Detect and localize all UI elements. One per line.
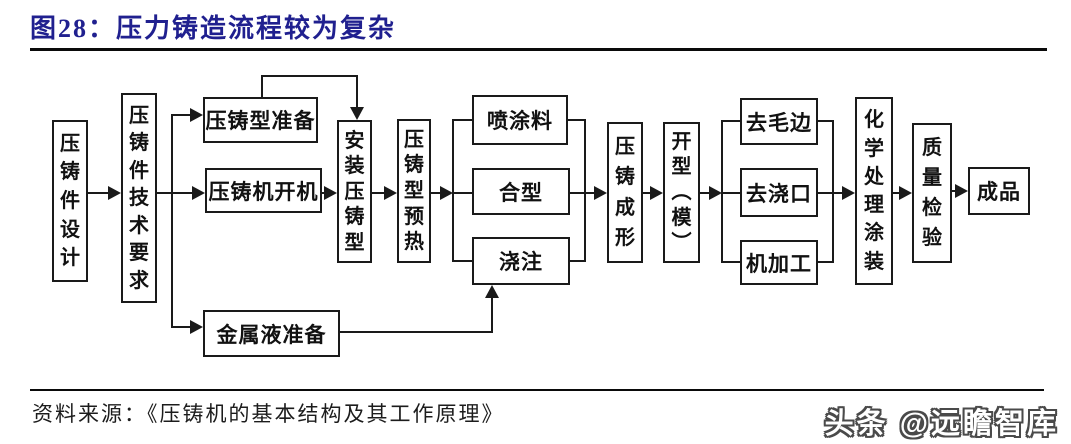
node-machining: 机加工 (740, 240, 818, 285)
flow-line (832, 192, 844, 194)
node-close-die: 合型 (472, 168, 570, 215)
arrow-right-icon (384, 186, 397, 200)
footer-divider (30, 389, 1044, 391)
flow-line (818, 261, 834, 263)
flow-line (893, 192, 901, 194)
node-die-cast-forming: 压铸成形 (607, 122, 643, 263)
source-note: 资料来源：《压铸机的基本结构及其工作原理》 (32, 402, 505, 426)
flow-line (340, 331, 493, 333)
node-spray-coating: 喷涂料 (472, 95, 568, 145)
node-die-prep: 压铸型准备 (203, 97, 318, 143)
flow-line (261, 75, 358, 77)
flow-line (570, 192, 586, 194)
node-install-die: 安装压铸型 (337, 120, 372, 263)
node-metal-liquid-prep: 金属液准备 (203, 310, 340, 357)
title-underline (30, 48, 1047, 51)
arrow-right-icon (440, 186, 453, 200)
flow-line (700, 192, 711, 194)
flow-line (452, 119, 472, 121)
bracket-rail (584, 119, 586, 262)
arrow-right-icon (192, 186, 205, 200)
arrow-right-icon (190, 320, 203, 334)
flow-line (261, 75, 263, 97)
node-open-die: 开型︵模︶ (663, 122, 700, 263)
node-tech-requirements: 压铸件技术要求 (121, 93, 157, 303)
flow-line (452, 260, 472, 262)
arrow-right-icon (594, 186, 607, 200)
figure-title: 图28：压力铸造流程较为复杂 (30, 14, 397, 43)
flow-line (721, 120, 740, 122)
flow-line (171, 326, 191, 328)
node-pouring: 浇注 (472, 237, 570, 285)
node-die-part-design: 压铸件设计 (52, 120, 88, 282)
bracket-rail (832, 120, 834, 262)
flow-line (452, 192, 472, 194)
node-deburr: 去毛边 (740, 98, 818, 145)
node-machine-startup: 压铸机开机 (205, 168, 322, 213)
node-finished-product: 成品 (968, 167, 1030, 215)
flow-line (643, 192, 652, 194)
arrow-down-icon (350, 107, 364, 120)
node-die-preheat: 压铸型预热 (397, 119, 431, 263)
flow-line (568, 119, 586, 121)
flow-line (88, 192, 109, 194)
bracket-rail (721, 120, 723, 262)
node-chem-treatment-coating: 化学处理涂装 (855, 97, 893, 285)
node-quality-inspection: 质量检验 (912, 123, 952, 263)
flow-line (171, 114, 191, 116)
flow-line (584, 192, 596, 194)
flow-line (721, 261, 740, 263)
arrow-right-icon (955, 184, 968, 198)
arrow-right-icon (108, 186, 121, 200)
flow-line (491, 297, 493, 333)
flow-line (356, 75, 358, 109)
arrow-right-icon (899, 186, 912, 200)
arrow-right-icon (709, 186, 722, 200)
arrow-right-icon (650, 186, 663, 200)
watermark-toutiao-yuanzhan: 头条 @远瞻智库 (824, 408, 1059, 440)
flow-line (952, 190, 957, 192)
arrow-right-icon (842, 186, 855, 200)
arrow-right-icon (324, 186, 337, 200)
flow-line (721, 192, 740, 194)
flow-line (818, 120, 834, 122)
branch-rail (171, 114, 173, 328)
flow-line (171, 192, 193, 194)
arrow-right-icon (190, 108, 203, 122)
flow-line (372, 192, 385, 194)
flow-line (157, 192, 173, 194)
bracket-rail (452, 119, 454, 262)
flow-line (570, 260, 586, 262)
arrow-up-icon (485, 285, 499, 298)
flow-line (818, 192, 834, 194)
node-remove-gate: 去浇口 (740, 168, 818, 217)
flow-line (431, 192, 441, 194)
